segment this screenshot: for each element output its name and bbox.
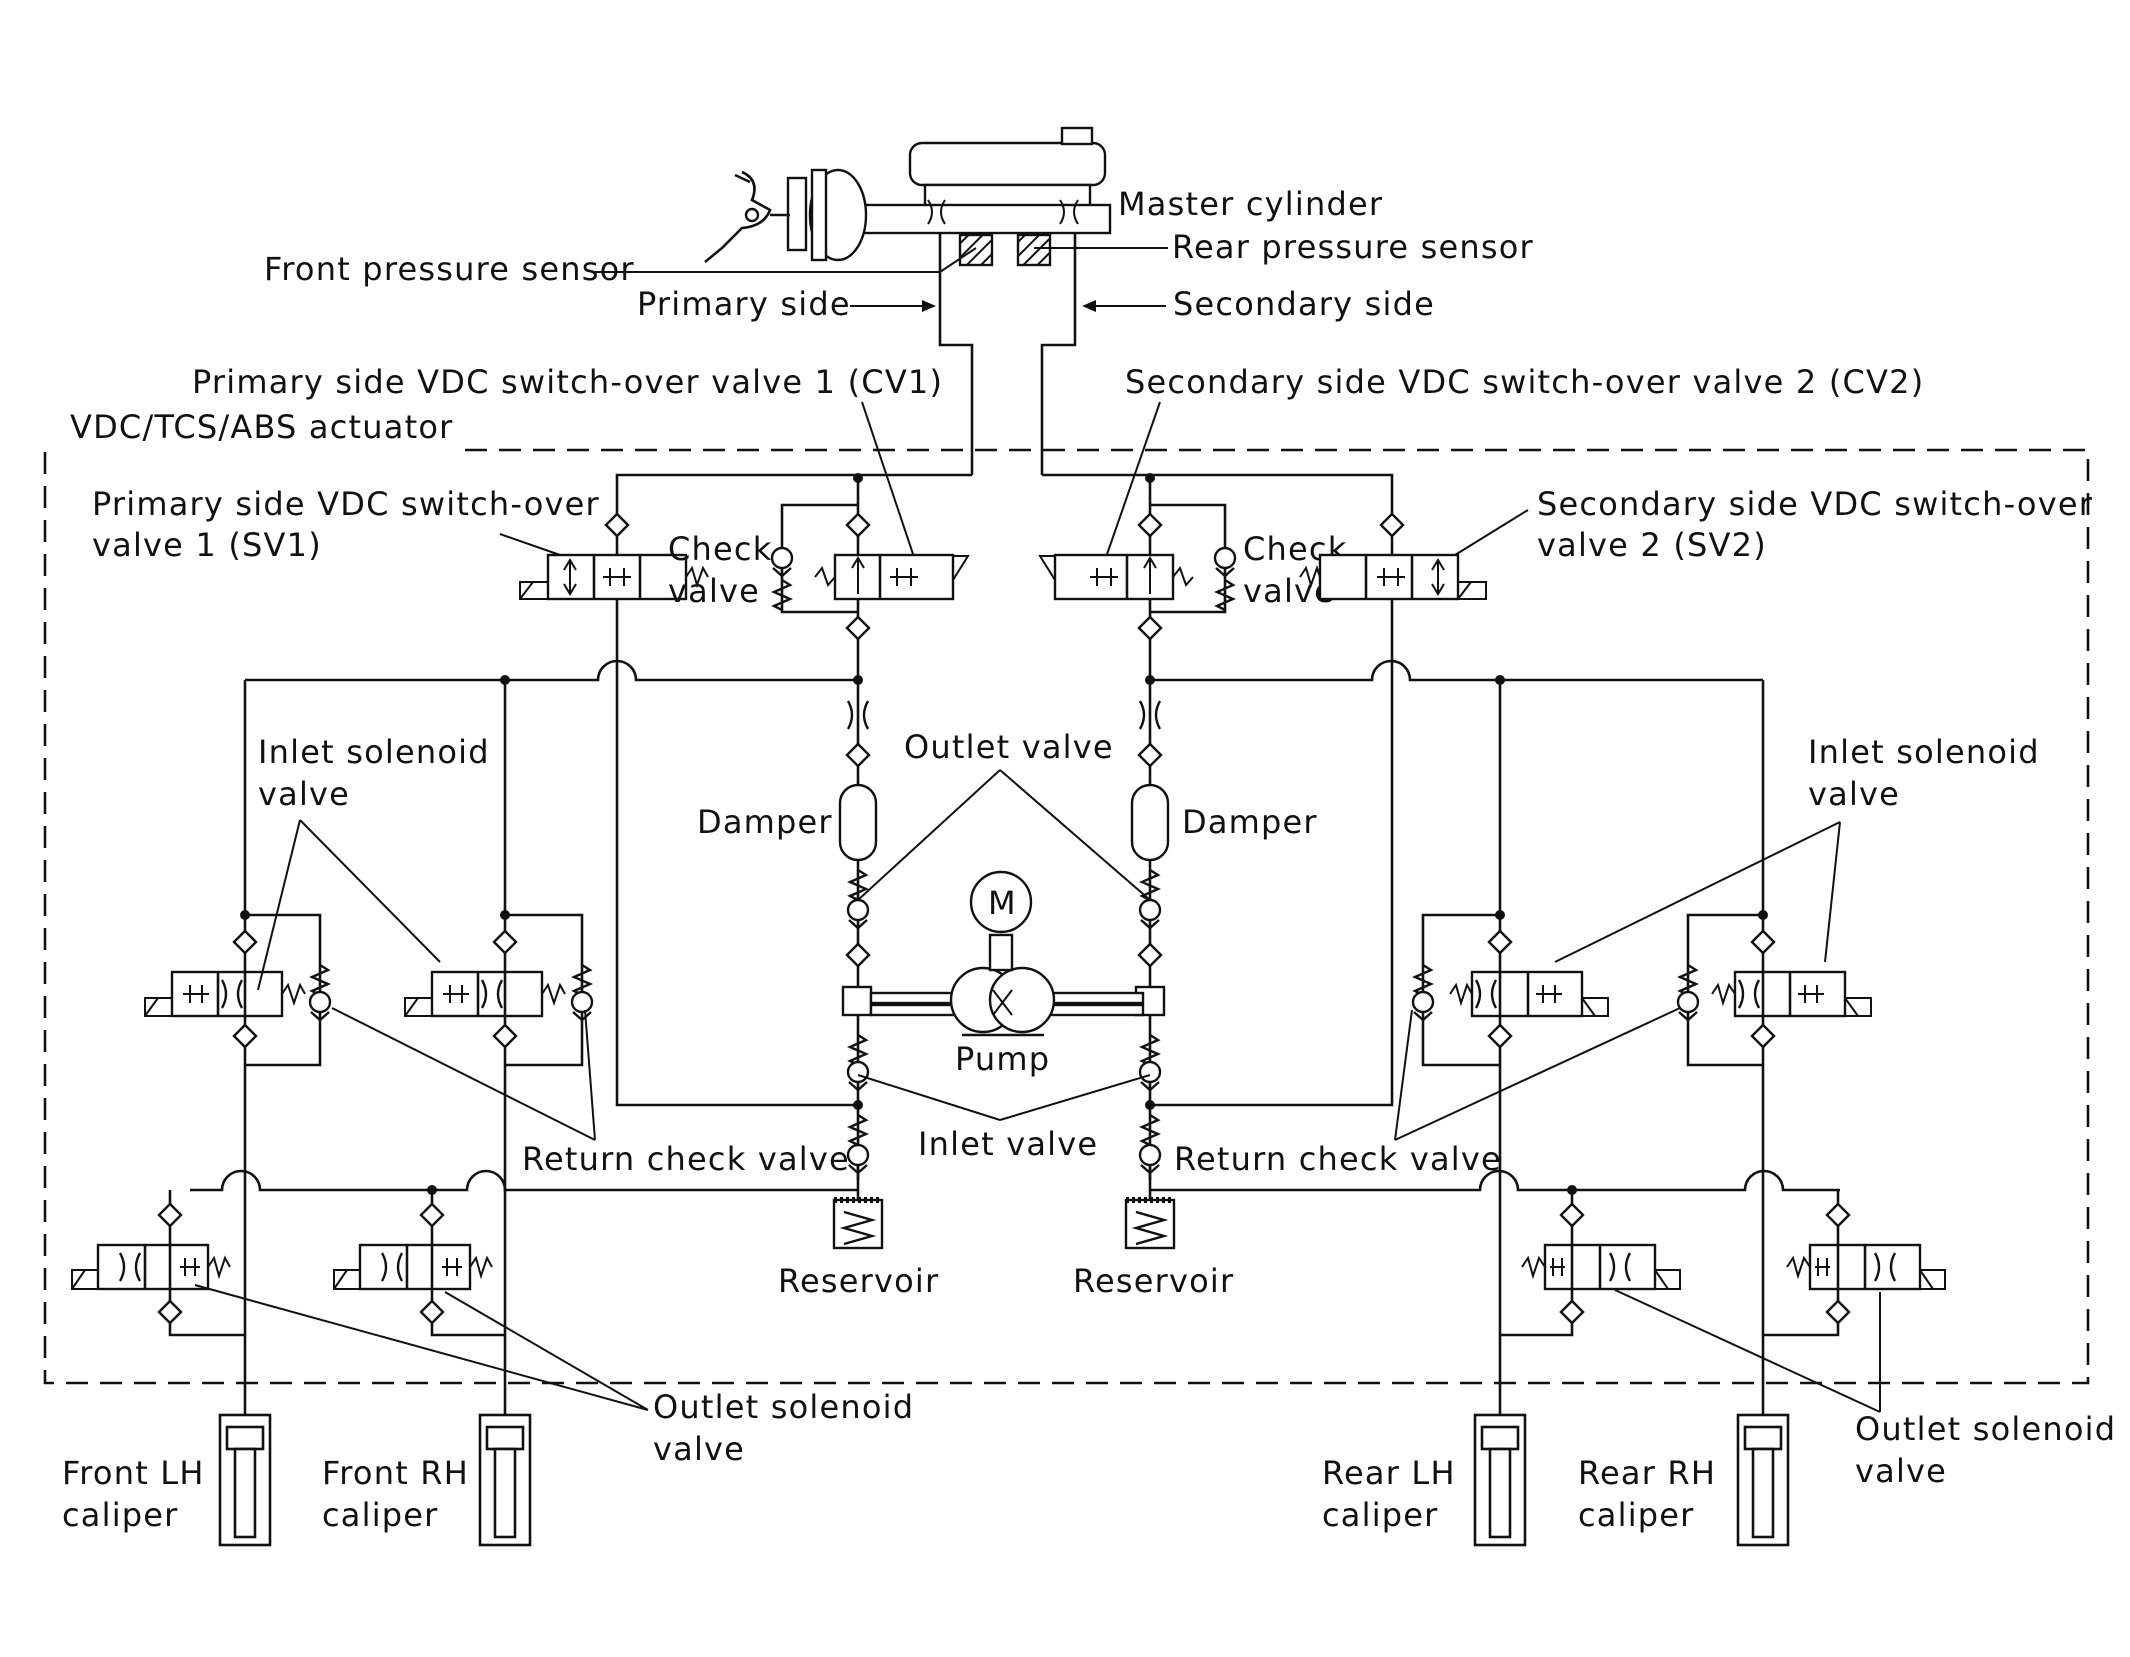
secondary-circuit: Check valve Secondary side VDC switch-ov…	[1038, 473, 2093, 1547]
motor-symbol	[969, 870, 1033, 934]
pump-motor: M	[869, 870, 1145, 1037]
front-pressure-sensor-label: Front pressure sensor	[264, 250, 635, 288]
reservoir-right-label: Reservoir	[1073, 1262, 1234, 1300]
cv2-label: Secondary side VDC switch-over valve 2 (…	[1125, 363, 1924, 401]
rear-lh-label: Rear LH	[1322, 1454, 1456, 1492]
sv1-label-1: Primary side VDC switch-over	[92, 485, 600, 523]
inlet-solenoid-right-label-2: valve	[1808, 775, 1900, 813]
primary-side-label: Primary side	[637, 285, 851, 323]
inlet-valve-label: Inlet valve	[918, 1125, 1098, 1163]
damper-right-label: Damper	[1182, 803, 1318, 841]
sv2-label-1: Secondary side VDC switch-over	[1537, 485, 2093, 523]
sv1-label-2: valve 1 (SV1)	[92, 526, 322, 564]
cv1-label: Primary side VDC switch-over valve 1 (CV…	[192, 363, 943, 401]
outlet-valve-label: Outlet valve	[904, 728, 1114, 766]
motor-label: M	[988, 884, 1017, 922]
outlet-solenoid-right-label-1: Outlet solenoid	[1855, 1410, 2116, 1448]
front-rh-caliper-label: caliper	[322, 1496, 439, 1534]
front-rh-label: Front RH	[322, 1454, 469, 1492]
master-cylinder-assembly	[704, 126, 1112, 475]
damper-left-label: Damper	[697, 803, 833, 841]
check-valve-left-label-1: Check	[668, 530, 772, 568]
rear-rh-label: Rear RH	[1578, 1454, 1716, 1492]
actuator-label: VDC/TCS/ABS actuator	[70, 408, 453, 446]
primary-circuit: Check valve Primary side VDC switch-over…	[71, 473, 972, 1547]
outlet-solenoid-right-label-2: valve	[1855, 1452, 1947, 1490]
rear-pressure-sensor-label: Rear pressure sensor	[1172, 228, 1534, 266]
master-cylinder-label: Master cylinder	[1118, 185, 1383, 223]
outlet-solenoid-left-label-1: Outlet solenoid	[653, 1388, 914, 1426]
reservoir-left-label: Reservoir	[778, 1262, 939, 1300]
inlet-solenoid-left-label-1: Inlet solenoid	[258, 733, 490, 771]
actuator-boundary	[43, 448, 2090, 1385]
check-valve-right-label-2: valve	[1243, 572, 1335, 610]
sv2-label-2: valve 2 (SV2)	[1537, 526, 1767, 564]
inlet-solenoid-left-label-2: valve	[258, 775, 350, 813]
outlet-solenoid-left-label-2: valve	[653, 1430, 745, 1468]
inlet-solenoid-right-label-1: Inlet solenoid	[1808, 733, 2040, 771]
rear-lh-caliper-label: caliper	[1322, 1496, 1439, 1534]
secondary-side-label: Secondary side	[1173, 285, 1435, 323]
return-check-valve-right-label: Return check valve	[1174, 1140, 1502, 1178]
return-check-valve-left-label: Return check valve	[522, 1140, 850, 1178]
pump-label: Pump	[955, 1040, 1050, 1078]
check-valve-left-label-2: valve	[668, 572, 760, 610]
front-lh-label: Front LH	[62, 1454, 205, 1492]
front-lh-caliper-label: caliper	[62, 1496, 179, 1534]
rear-rh-caliper-label: caliper	[1578, 1496, 1695, 1534]
